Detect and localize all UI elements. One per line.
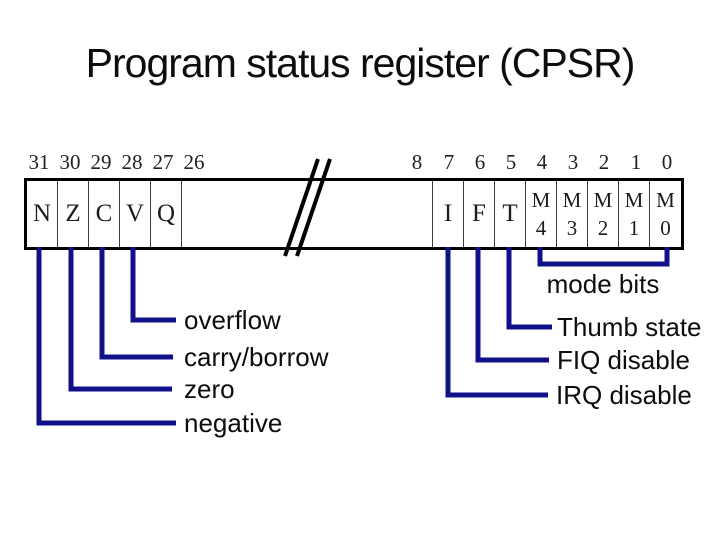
cell-label: Q [156,200,176,227]
register-cell-q: Q [151,181,182,247]
cell-label: I [443,200,453,227]
mode-bits-label: mode bits [546,269,660,299]
cell-sub: 4 [535,216,547,240]
carry-line [99,247,173,360]
bit-number-29: 29 [90,150,112,174]
bit-number-0: 0 [661,150,673,174]
overflow-label: overflow [184,305,281,335]
register-cell-i: I [433,181,464,247]
fiq-disable-label: FIQ disable [557,345,690,375]
cell-sub: 3 [566,216,578,240]
page-title: Program status register (CPSR) [85,40,636,86]
cell-label: V [125,200,145,227]
negative-line [36,247,176,426]
bit-number-5: 5 [505,150,517,174]
zero-line [68,247,172,392]
cell-label: N [32,200,52,227]
zero-label: zero [184,374,235,404]
negative-label: negative [184,408,283,438]
cell-sub: 0 [660,216,671,240]
register-cell-c: C [89,181,120,247]
bit-number-26: 26 [183,150,205,174]
cell-sub: 2 [597,216,609,240]
thumb-line [506,247,552,330]
bit-number-4: 4 [536,150,548,174]
register-cell-f: F [464,181,495,247]
bit-number-2: 2 [598,150,610,174]
cell-label: M [624,188,644,212]
bit-number-3: 3 [567,150,579,174]
fiq-line [475,247,549,363]
cell-label: Z [65,200,81,227]
bit-number-8: 8 [411,150,423,174]
cell-label: T [502,200,518,227]
bit-number-30: 30 [59,150,81,174]
cell-sub: 1 [628,216,640,240]
carry-borrow-label: carry/borrow [184,342,329,372]
cell-label: M [593,188,613,212]
cell-label: F [472,200,486,227]
cell-label: C [95,200,113,227]
bit-number-27: 27 [152,150,174,174]
cell-label: M [531,188,551,212]
bit-number-31: 31 [28,150,50,174]
cell-label: M [562,188,582,212]
register-cell-n: N [27,181,58,247]
cell-label: M [656,188,675,212]
bit-number-6: 6 [474,150,486,174]
bit-number-28: 28 [121,150,143,174]
irq-disable-label: IRQ disable [556,380,692,410]
overflow-line [130,247,176,323]
register-cell-z: Z [58,181,89,247]
irq-line [445,247,548,398]
register-cell-t: T [495,181,526,247]
thumb-state-label: Thumb state [557,312,702,342]
register-cell-v: V [120,181,151,247]
register-cell-reserved [182,181,433,247]
bit-number-7: 7 [443,150,455,174]
bit-number-1: 1 [630,150,642,174]
